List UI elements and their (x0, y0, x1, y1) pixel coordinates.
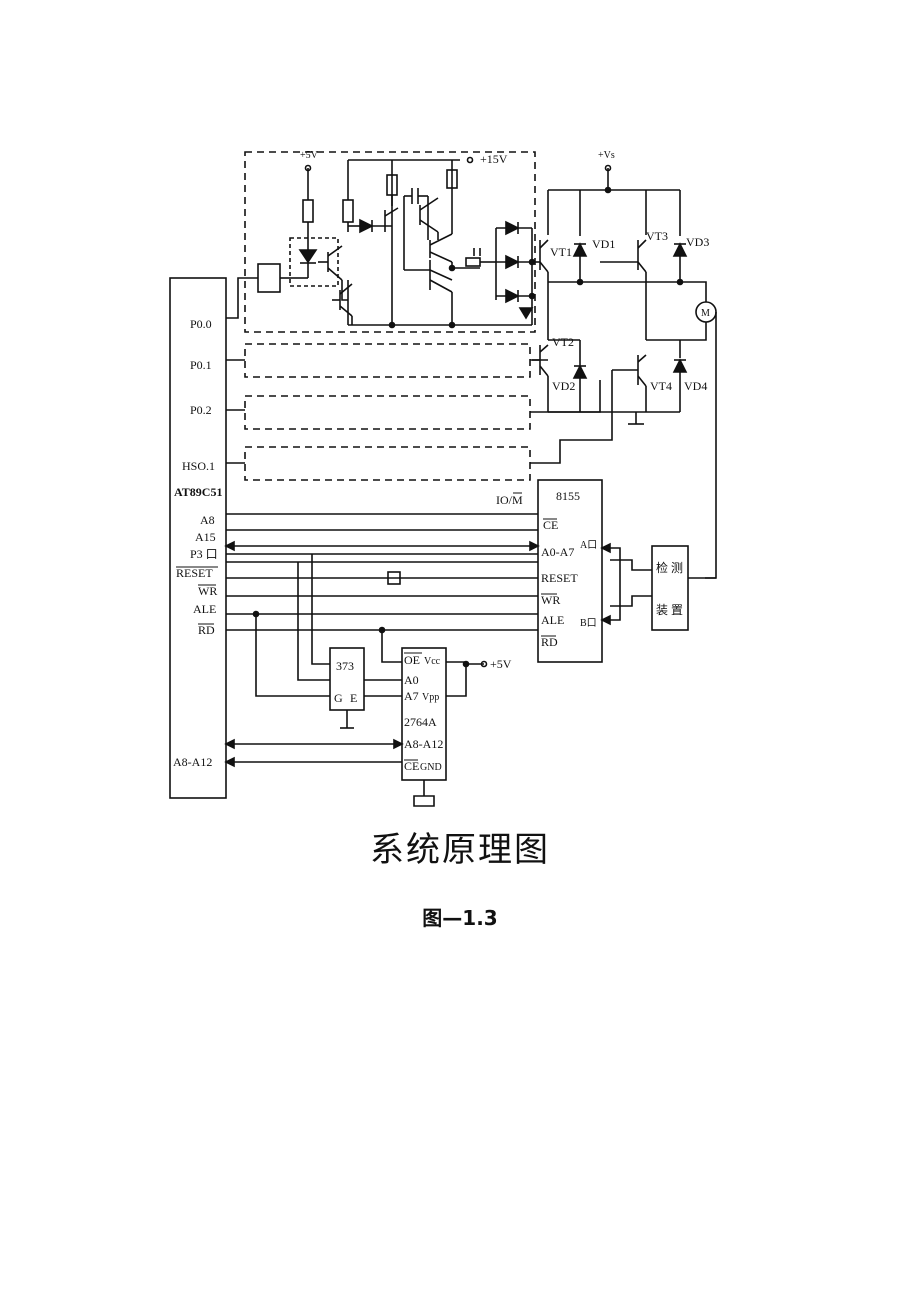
mcu-pin-rd: RD (198, 623, 215, 637)
eprom-a0: A0 (404, 673, 419, 687)
eprom-vpp: Vpp (422, 692, 439, 703)
detector-line1: 检 测 (656, 560, 683, 575)
mcu-pin-reset: RESET (176, 566, 213, 580)
mcu-pin-a8: A8 (200, 513, 215, 527)
supply-15v: +15V (480, 152, 508, 166)
ppi-wr: WR (541, 593, 560, 607)
bridge-vt1: VT1 (550, 245, 572, 259)
reset-inverter (387, 571, 401, 585)
detector-block (651, 545, 689, 631)
mcu-pin-a8a12: A8-A12 (173, 755, 212, 769)
latch-e: E (350, 691, 357, 705)
bridge-vt4: VT4 (650, 379, 672, 393)
eprom-ce: CE (404, 759, 419, 773)
bridge-vd2: VD2 (552, 379, 575, 393)
mcu-pin-p02: P0.2 (190, 403, 212, 417)
caption-figure-number: 图—1.3 (422, 906, 498, 930)
optocoupler (289, 237, 339, 287)
mcu-pin-wr: WR (198, 584, 217, 598)
ppi-reset: RESET (541, 571, 578, 585)
latch-name: 373 (336, 659, 354, 673)
mcu-name: AT89C51 (174, 485, 222, 499)
bridge-motor: M (701, 308, 710, 319)
system-schematic: P0.0 P0.1 P0.2 HSO.1 AT89C51 A8 A15 P3 口… (169, 150, 717, 807)
ppi-rd: RD (541, 635, 558, 649)
detector-line2: 装 置 (656, 603, 683, 617)
driver-box-p00 (244, 151, 536, 333)
supply-eprom-5v: +5V (490, 657, 512, 671)
eprom-name: 2764A (404, 715, 437, 729)
mcu-pin-p00: P0.0 (190, 317, 212, 331)
driver-box-hso1 (244, 446, 531, 481)
buffer-gate (257, 263, 281, 293)
ppi-8155-block (537, 479, 603, 663)
ppi-porta: A口 (580, 540, 597, 551)
mcu-pin-a15: A15 (195, 530, 216, 544)
eprom-oe: OE (404, 653, 420, 667)
bridge-vt3: VT3 (646, 229, 668, 243)
supply-top-5v: +5V (300, 150, 319, 161)
supply-vs: +Vs (598, 150, 615, 161)
bridge-vd1: VD1 (592, 237, 615, 251)
bridge-vd3: VD3 (686, 235, 709, 249)
ppi-portb: B口 (580, 618, 597, 629)
ppi-a0a7: A0-A7 (541, 545, 574, 559)
mcu-pin-p01: P0.1 (190, 358, 212, 372)
mcu-pin-ale: ALE (193, 602, 216, 616)
mcu-block (169, 277, 227, 799)
eprom-gnd: GND (420, 762, 442, 773)
driver-box-p02 (244, 395, 531, 430)
mcu-pin-p3: P3 口 (190, 547, 218, 561)
mcu-pin-hso1: HSO.1 (182, 459, 215, 473)
eprom-a7: A7 (404, 689, 419, 703)
ppi-iom: IO/M (496, 493, 523, 507)
eprom-vcc: Vcc (424, 656, 441, 667)
driver-box-p01 (244, 343, 531, 378)
ppi-ce: CE (543, 518, 558, 532)
caption-title: 系统原理图 (370, 830, 550, 870)
ppi-ale: ALE (541, 613, 564, 627)
bridge-vt2: VT2 (552, 335, 574, 349)
ppi-name: 8155 (556, 489, 580, 503)
eprom-a8a12: A8-A12 (404, 737, 443, 751)
bridge-vd4: VD4 (684, 379, 707, 393)
latch-g: G (334, 691, 343, 705)
